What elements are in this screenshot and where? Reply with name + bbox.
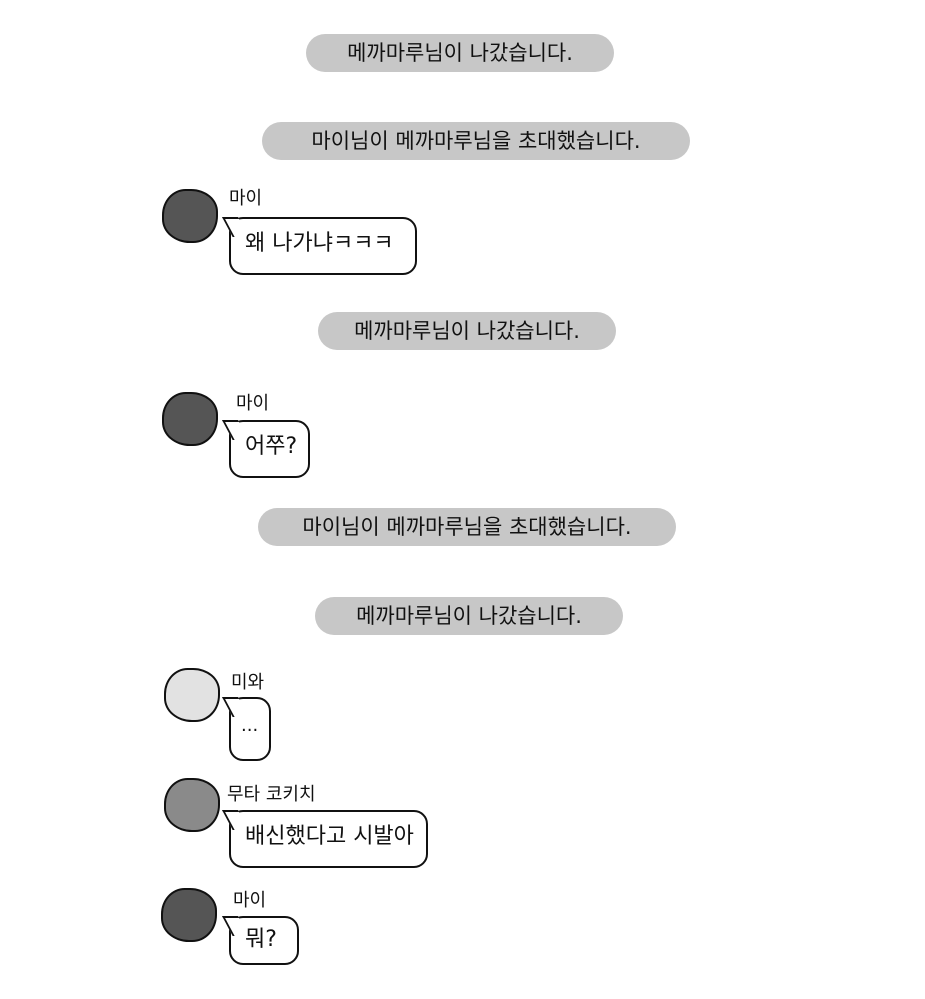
system-message: 마이님이 메까마루님을 초대했습니다. <box>262 122 690 160</box>
message-text: 뭐? <box>245 927 277 952</box>
avatar-mai[interactable] <box>162 392 218 446</box>
system-message: 메까마루님이 나갔습니다. <box>318 312 616 350</box>
message-text: 배신했다고 시발아 <box>245 824 414 849</box>
message-bubble[interactable]: 어쭈? <box>229 420 310 478</box>
message-bubble[interactable]: ... <box>229 697 271 761</box>
message-text: 어쭈? <box>245 434 298 459</box>
message-text: ... <box>241 715 259 736</box>
message-bubble[interactable]: 뭐? <box>229 916 299 965</box>
sender-name: 마이 <box>233 890 267 911</box>
sender-name: 마이 <box>229 188 263 209</box>
avatar-muta-kokichi[interactable] <box>164 778 220 832</box>
message-bubble[interactable]: 배신했다고 시발아 <box>229 810 428 868</box>
system-message: 마이님이 메까마루님을 초대했습니다. <box>258 508 676 546</box>
avatar-miwa[interactable] <box>164 668 220 722</box>
avatar-mai[interactable] <box>161 888 217 942</box>
message-bubble[interactable]: 왜 나가냐ㅋㅋㅋ <box>229 217 417 275</box>
sender-name: 무타 코키치 <box>227 784 316 805</box>
system-message: 메까마루님이 나갔습니다. <box>306 34 614 72</box>
sender-name: 미와 <box>231 672 265 693</box>
system-message: 메까마루님이 나갔습니다. <box>315 597 623 635</box>
message-text: 왜 나가냐ㅋㅋㅋ <box>245 231 394 256</box>
sender-name: 마이 <box>236 393 270 414</box>
avatar-mai[interactable] <box>162 189 218 243</box>
